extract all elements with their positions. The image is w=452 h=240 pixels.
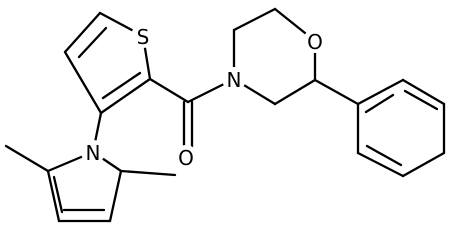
carbonyl-oxygen-atom-label: O <box>178 146 194 170</box>
bond-c5-c4 <box>63 11 102 54</box>
atom-carbonyl-oxygen: O <box>174 145 198 170</box>
morpholine-nitrogen-atom-label: N <box>227 68 242 92</box>
bond-c4p-c5p <box>108 169 123 223</box>
molecule-canvas: S O N O N <box>4 7 446 223</box>
atom-morpholine-oxygen: O <box>303 29 327 54</box>
atom-morpholine-nitrogen-background <box>222 67 246 91</box>
bond-c4-c3 <box>63 50 103 115</box>
atom-morpholine-oxygen-background <box>303 29 327 53</box>
bond-methyl-right <box>119 169 177 177</box>
atom-pyrrole-nitrogen: N <box>81 140 105 165</box>
bond-c5-c4-inner <box>77 26 108 59</box>
sulfur-atom-label: S <box>137 25 150 49</box>
atom-sulfur-background <box>131 24 155 48</box>
bond-methyl-left <box>4 144 50 173</box>
bond-ph4-ph5 <box>401 151 446 178</box>
bond-c3m-c2m <box>232 7 277 32</box>
bond-layer <box>4 7 446 223</box>
pyrrole-nitrogen-atom-label: N <box>86 141 101 165</box>
bond-c3-c2 <box>99 77 152 115</box>
bond-c2-carbonyl <box>148 77 190 104</box>
bond-ph5-ph6-inner <box>365 144 403 167</box>
atom-pyrrole-nitrogen-background <box>81 140 105 164</box>
atom-morpholine-nitrogen: N <box>222 67 246 92</box>
bond-ph2-ph3 <box>401 78 446 106</box>
chemical-structure-diagram: S O N O N <box>4 7 446 223</box>
bond-c2p-c3p-inner <box>52 175 64 214</box>
morpholine-oxygen-atom-label: O <box>307 30 323 54</box>
atom-label-layer: S O N O N <box>81 24 327 170</box>
atom-carbonyl-oxygen-background <box>174 145 198 169</box>
bond-c6m-phenyl <box>313 78 360 106</box>
bond-ph1-ph2 <box>356 78 405 106</box>
bond-c3-c2-inner <box>101 71 142 100</box>
bond-c6m-c5m <box>273 78 317 106</box>
bond-c2p-c3p <box>46 169 61 223</box>
atom-sulfur: S <box>131 24 155 49</box>
bond-ph2-ph3-inner <box>403 89 439 111</box>
bond-ph5-ph6 <box>356 151 405 178</box>
bond-ph1-ph2-inner <box>364 93 395 114</box>
